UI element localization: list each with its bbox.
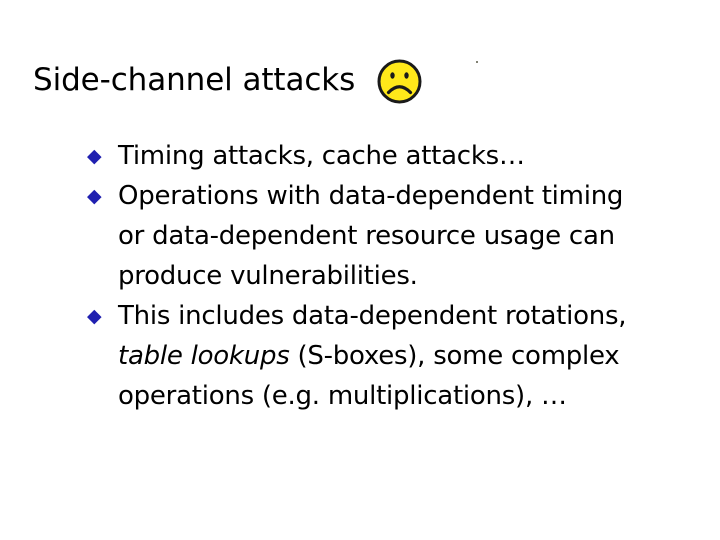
text-line: table lookups (S-boxes), some complex bbox=[118, 336, 698, 376]
list-item-text: This includes data-dependent rotations, … bbox=[118, 296, 698, 416]
text-line: or data-dependent resource usage can bbox=[118, 221, 615, 251]
text-line: This includes data-dependent rotations, bbox=[118, 301, 627, 331]
text-line: produce vulnerabilities. bbox=[118, 261, 418, 291]
sad-face-icon bbox=[377, 59, 422, 103]
list-item: ◆ Operations with data-dependent timing … bbox=[86, 176, 698, 296]
text-line: Timing attacks, cache attacks… bbox=[118, 141, 525, 171]
diamond-bullet-icon: ◆ bbox=[87, 185, 102, 207]
title-row: Side-channel attacks bbox=[33, 57, 422, 103]
text-run: (S-boxes), some complex bbox=[289, 341, 620, 371]
image-speck-artifact bbox=[476, 61, 478, 63]
list-item-text: Operations with data-dependent timing or… bbox=[118, 176, 698, 296]
text-line: operations (e.g. multiplications), … bbox=[118, 381, 567, 411]
text-line: Operations with data-dependent timing bbox=[118, 181, 624, 211]
list-item: ◆ Timing attacks, cache attacks… bbox=[86, 136, 698, 176]
list-item-text: Timing attacks, cache attacks… bbox=[118, 136, 698, 176]
page-title: Side-channel attacks bbox=[33, 61, 356, 98]
list-item: ◆ This includes data-dependent rotations… bbox=[86, 296, 698, 416]
diamond-bullet-icon: ◆ bbox=[87, 145, 102, 167]
emphasis-text: table lookups bbox=[118, 341, 290, 371]
bullet-list: ◆ Timing attacks, cache attacks… ◆ Opera… bbox=[86, 136, 698, 416]
diamond-bullet-icon: ◆ bbox=[87, 305, 102, 327]
